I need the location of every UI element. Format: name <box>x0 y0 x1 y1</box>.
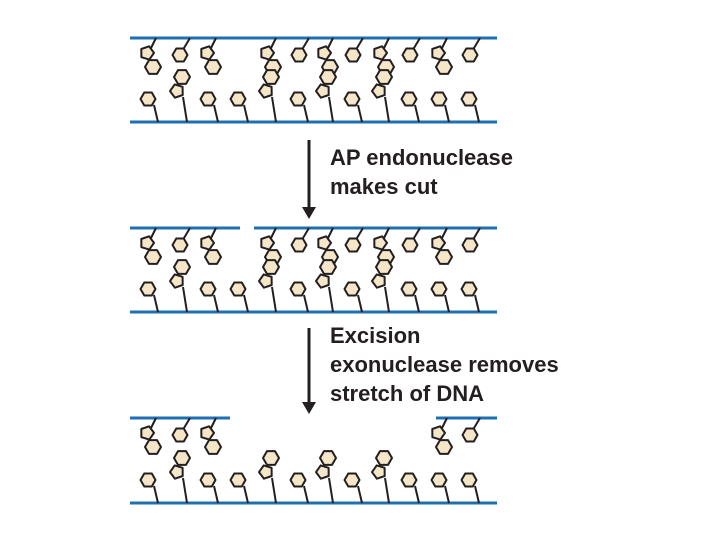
nucleotide-icon <box>258 69 280 123</box>
nucleotide-icon <box>260 227 282 265</box>
nucleotide-icon <box>171 37 191 63</box>
nucleotide-icon <box>139 91 159 123</box>
nucleotide-icon <box>140 37 162 75</box>
step-label-line: exonuclease removes <box>330 352 559 377</box>
nucleotide-icon <box>200 227 222 265</box>
nucleotide-icon <box>171 227 191 253</box>
nucleotide-icon <box>229 472 249 504</box>
step-label-line: Excision <box>330 323 421 348</box>
nucleotide-icon <box>461 417 481 443</box>
nucleotide-icon <box>199 472 219 504</box>
nucleotide-icon <box>431 37 453 75</box>
nucleotide-icon <box>401 227 421 253</box>
nucleotide-icon <box>258 450 280 504</box>
nucleotide-icon <box>400 91 420 123</box>
nucleotide-icon <box>373 227 395 265</box>
nucleotide-icon <box>169 450 191 504</box>
nucleotide-icon <box>200 37 222 75</box>
nucleotide-icon <box>430 472 450 504</box>
nucleotide-icon <box>461 227 481 253</box>
nucleotide-icon <box>460 91 480 123</box>
step-label-excision: Excision exonuclease removes stretch of … <box>330 321 559 408</box>
nucleotide-icon <box>289 91 309 123</box>
nucleotide-icon <box>139 281 159 313</box>
nucleotide-icon <box>431 417 453 455</box>
step-label-line: AP endonuclease <box>330 145 513 170</box>
nucleotide-icon <box>371 259 393 313</box>
nucleotide-icon <box>431 227 453 265</box>
nucleotide-icon <box>315 450 337 504</box>
nucleotide-icon <box>344 37 364 63</box>
down-arrow-icon <box>302 140 316 219</box>
nucleotide-icon <box>371 69 393 123</box>
nucleotide-icon <box>401 37 421 63</box>
nucleotide-icon <box>171 417 191 443</box>
nucleotide-icon <box>169 69 191 123</box>
nucleotide-icon <box>140 227 162 265</box>
nucleotide-icon <box>400 281 420 313</box>
nucleotide-icon <box>315 259 337 313</box>
step-label-line: makes cut <box>330 174 438 199</box>
nucleotide-icon <box>430 91 450 123</box>
nucleotide-icon <box>140 417 162 455</box>
nucleotide-icon <box>315 69 337 123</box>
step-label-ap-endonuclease: AP endonuclease makes cut <box>330 143 513 201</box>
nucleotide-icon <box>461 37 481 63</box>
nucleotide-icon <box>400 472 420 504</box>
down-arrow-icon <box>302 328 316 414</box>
nucleotide-icon <box>199 91 219 123</box>
nucleotide-icon <box>169 259 191 313</box>
nucleotide-icon <box>317 37 339 75</box>
nucleotide-icon <box>373 37 395 75</box>
nucleotide-icon <box>229 281 249 313</box>
nucleotide-icon <box>290 37 310 63</box>
nucleotide-icon <box>460 281 480 313</box>
nucleotide-icon <box>258 259 280 313</box>
nucleotide-icon <box>289 281 309 313</box>
nucleotide-icon <box>430 281 450 313</box>
nucleotide-icon <box>229 91 249 123</box>
nucleotide-icon <box>343 281 363 313</box>
step-label-line: stretch of DNA <box>330 381 485 406</box>
nucleotide-icon <box>289 472 309 504</box>
nucleotide-icon <box>343 91 363 123</box>
nucleotide-icon <box>290 227 310 253</box>
nucleotide-icon <box>317 227 339 265</box>
nucleotide-icon <box>260 37 282 75</box>
nucleotide-icon <box>344 227 364 253</box>
nucleotide-icon <box>460 472 480 504</box>
nucleotide-icon <box>199 281 219 313</box>
nucleotide-icon <box>139 472 159 504</box>
nucleotide-icon <box>343 472 363 504</box>
nucleotide-icon <box>200 417 222 455</box>
nucleotide-icon <box>371 450 393 504</box>
